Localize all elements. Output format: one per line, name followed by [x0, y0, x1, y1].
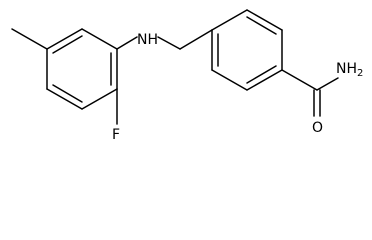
oxygen-label: O [312, 120, 323, 136]
fluorine-label: F [112, 127, 120, 143]
right-ring-double-bond [246, 16, 277, 35]
methyl-bond [11, 28, 48, 50]
right-ring-bond [246, 69, 283, 91]
aryl-nh-bond [116, 36, 138, 50]
left-ring-bond [81, 28, 118, 50]
carbonyl-nh2-bond [316, 77, 339, 91]
right-ring-double-bond [246, 65, 277, 84]
nh2-main: NH [336, 61, 357, 77]
left-ring-double-bond [52, 84, 83, 103]
left-ring-double-bond [52, 35, 83, 54]
molecule-canvas: NH F NH2 O [11, 9, 364, 143]
left-ring-bond [46, 28, 83, 50]
right-ring-bond [246, 9, 283, 31]
right-ring-bond [211, 69, 248, 91]
right-ring-bond [211, 9, 248, 31]
nh2-label: NH2 [336, 61, 363, 79]
aryl-carbonyl-bond [281, 69, 318, 91]
molecule-drawing: NH F NH2 O [11, 9, 363, 143]
nh-ch2-bond [157, 36, 181, 50]
ch2-aryl-bond [179, 29, 213, 50]
left-ring-bond [46, 88, 83, 110]
nh-label: NH [137, 32, 158, 48]
nh2-subscript: 2 [357, 68, 363, 79]
left-ring-bond [81, 88, 118, 110]
